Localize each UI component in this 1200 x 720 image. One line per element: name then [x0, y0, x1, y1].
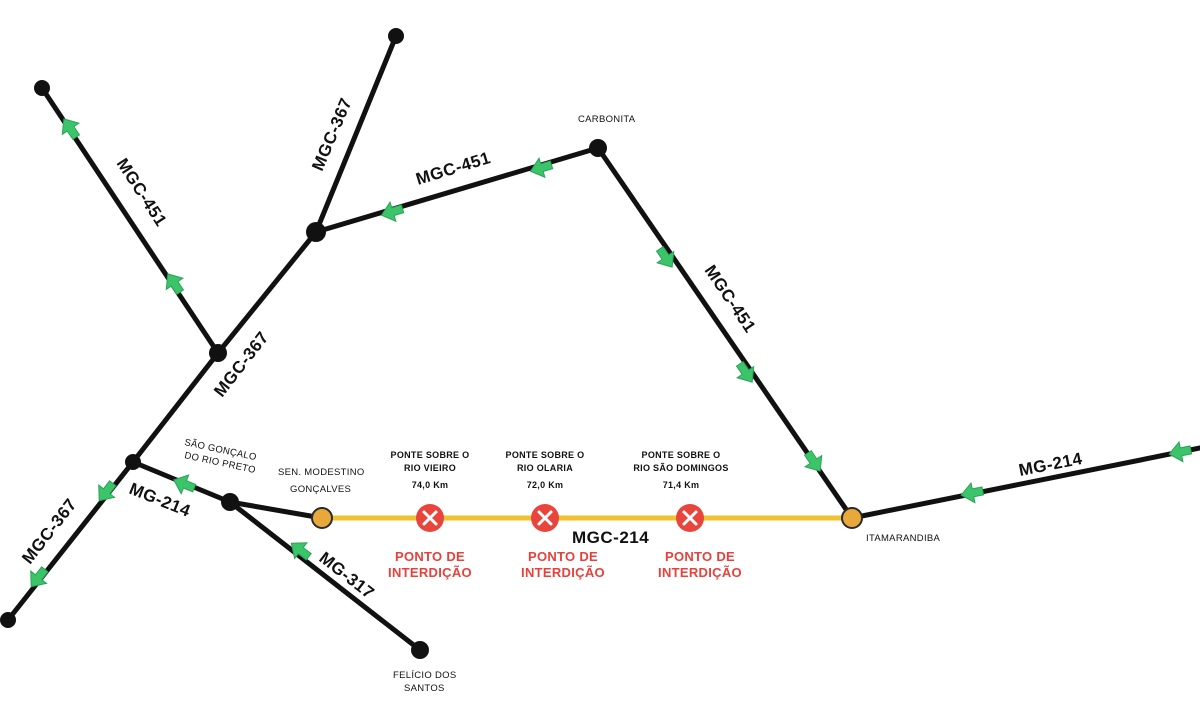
node-mgc451-end [34, 80, 50, 96]
green-direction-arrow-icon [655, 245, 675, 268]
node-junction-lower [125, 454, 141, 470]
green-direction-arrow-icon [735, 360, 755, 383]
node-felicio [411, 641, 429, 659]
green-direction-arrow-icon [803, 449, 823, 472]
bridge-km: 74,0 Km [412, 480, 449, 490]
place-label-sen-modestino-1: SEN. MODESTINO [278, 467, 365, 478]
road-label-mgc214: MGC-214 [572, 528, 649, 547]
road-label-mgc367-top: MGC-367 [308, 95, 356, 173]
road-label-mgc367-mid: MGC-367 [210, 328, 272, 401]
bridge-km: 72,0 Km [527, 480, 564, 490]
interdiction-label-1: PONTO DE [395, 549, 465, 564]
road-network [5, 33, 1200, 653]
bridge-label-line2: RIO OLARIA [517, 463, 573, 473]
road-label-mgc367-bottom: MGC-367 [18, 495, 80, 568]
interdiction-label-1: PONTO DE [528, 549, 598, 564]
node-sao-goncalo [221, 493, 239, 511]
green-direction-arrow-icon [165, 273, 185, 296]
node-sen-modestino [311, 507, 333, 529]
node-junction-upper [306, 222, 326, 242]
green-direction-arrow-icon [30, 566, 49, 588]
road-label-mgc451-left: MGC-451 [113, 155, 171, 230]
place-label-felicio-2: SANTOS [404, 683, 445, 694]
bridge-label-line1: PONTE SOBRE O [506, 450, 585, 460]
green-direction-arrow-icon [960, 481, 985, 504]
junction-nodes [0, 28, 863, 659]
red-x-circle-icon [416, 504, 444, 532]
green-direction-arrow-icon [529, 156, 554, 179]
place-label-itamarandiba: ITAMARANDIBA [866, 533, 941, 544]
place-label-carbonita: CARBONITA [578, 114, 636, 125]
place-labels: CARBONITA SÃO GONÇALO DO RIO PRETO SEN. … [183, 114, 940, 694]
interdiction-label-2: INTERDIÇÃO [658, 565, 742, 580]
green-direction-arrow-icon [173, 474, 197, 495]
interdiction-point-1: PONTE SOBRE O RIO VIEIRO 74,0 Km PONTO D… [388, 450, 472, 580]
road-mgc367-low [130, 350, 221, 465]
bridge-label-line2: RIO VIEIRO [404, 463, 456, 473]
direction-arrows [30, 118, 1193, 588]
node-junction-middle [209, 344, 227, 362]
bridge-km: 71,4 Km [663, 480, 700, 490]
node-mgc367-bottom-end [0, 612, 16, 628]
green-direction-arrow-icon [290, 542, 312, 561]
interdiction-point-3: PONTE SOBRE O RIO SÃO DOMINGOS 71,4 Km P… [633, 450, 742, 580]
interdiction-label-2: INTERDIÇÃO [521, 565, 605, 580]
node-mgc367-end [388, 28, 404, 44]
road-mg317 [227, 499, 423, 653]
road-mgc367-mid [215, 229, 319, 356]
road-mg214-stub [227, 499, 325, 521]
bridge-label-line1: PONTE SOBRE O [391, 450, 470, 460]
interdiction-label-1: PONTO DE [665, 549, 735, 564]
red-x-circle-icon [676, 504, 704, 532]
place-label-felicio-1: FELÍCIO DOS [393, 670, 456, 681]
red-x-circle-icon [531, 504, 559, 532]
node-carbonita [589, 139, 607, 157]
green-direction-arrow-icon [380, 200, 405, 223]
place-label-sen-modestino-2: GONÇALVES [290, 484, 351, 495]
bridge-label-line1: PONTE SOBRE O [642, 450, 721, 460]
interdiction-label-2: INTERDIÇÃO [388, 565, 472, 580]
road-mg214-right [849, 445, 1200, 521]
node-itamarandiba [841, 507, 863, 529]
green-direction-arrow-icon [61, 118, 81, 141]
green-direction-arrow-icon [98, 480, 117, 502]
bridge-label-line2: RIO SÃO DOMINGOS [633, 463, 728, 473]
interdiction-point-2: PONTE SOBRE O RIO OLARIA 72,0 Km PONTO D… [506, 450, 605, 580]
green-direction-arrow-icon [1168, 440, 1193, 463]
road-mgc367-top [313, 33, 399, 235]
road-label-mgc451-right: MGC-451 [701, 262, 760, 337]
